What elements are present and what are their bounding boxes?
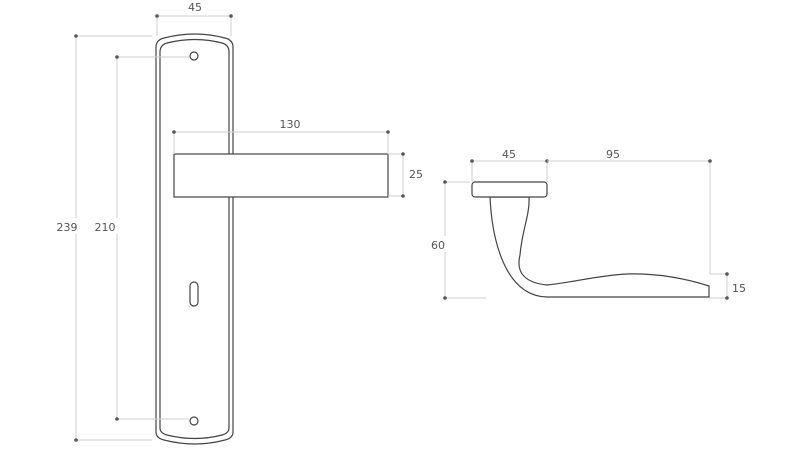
dimension-hole-spacing: 210: [94, 55, 189, 421]
dim-label-plate-height: 239: [57, 221, 78, 234]
dimension-height: 60: [428, 180, 486, 300]
dim-label-projection: 95: [606, 148, 620, 161]
dim-label-lever-height: 25: [409, 168, 423, 181]
keyhole: [189, 281, 199, 307]
front-view: 45 239 210 130 25: [57, 1, 423, 445]
lever-side-profile: [489, 196, 710, 298]
screw-hole-top: [189, 51, 199, 61]
dim-label-hole-spacing: 210: [95, 221, 116, 234]
dim-label-tip-thickness: 15: [732, 282, 746, 295]
dimension-lever-height: 25: [388, 152, 423, 198]
dimension-projection: 95: [547, 148, 727, 275]
dim-label-lever-length: 130: [280, 118, 301, 131]
screw-hole-bottom: [189, 416, 199, 426]
dimension-tip-thickness: 15: [709, 272, 746, 300]
dimension-plate-height: 239: [57, 34, 152, 442]
dim-label-height: 60: [431, 239, 445, 252]
dimension-lever-length: 130: [172, 118, 390, 154]
lever-front: [173, 153, 389, 198]
rosette-side: [471, 181, 548, 198]
dim-label-rosette-width: 45: [502, 148, 516, 161]
dimension-plate-width: 45: [155, 1, 233, 36]
dim-label-plate-width: 45: [188, 1, 202, 14]
dimension-rosette-width: 45: [470, 148, 549, 182]
backplate-inner-edge: [159, 38, 230, 440]
side-view: 45 95 60 15: [428, 148, 746, 300]
